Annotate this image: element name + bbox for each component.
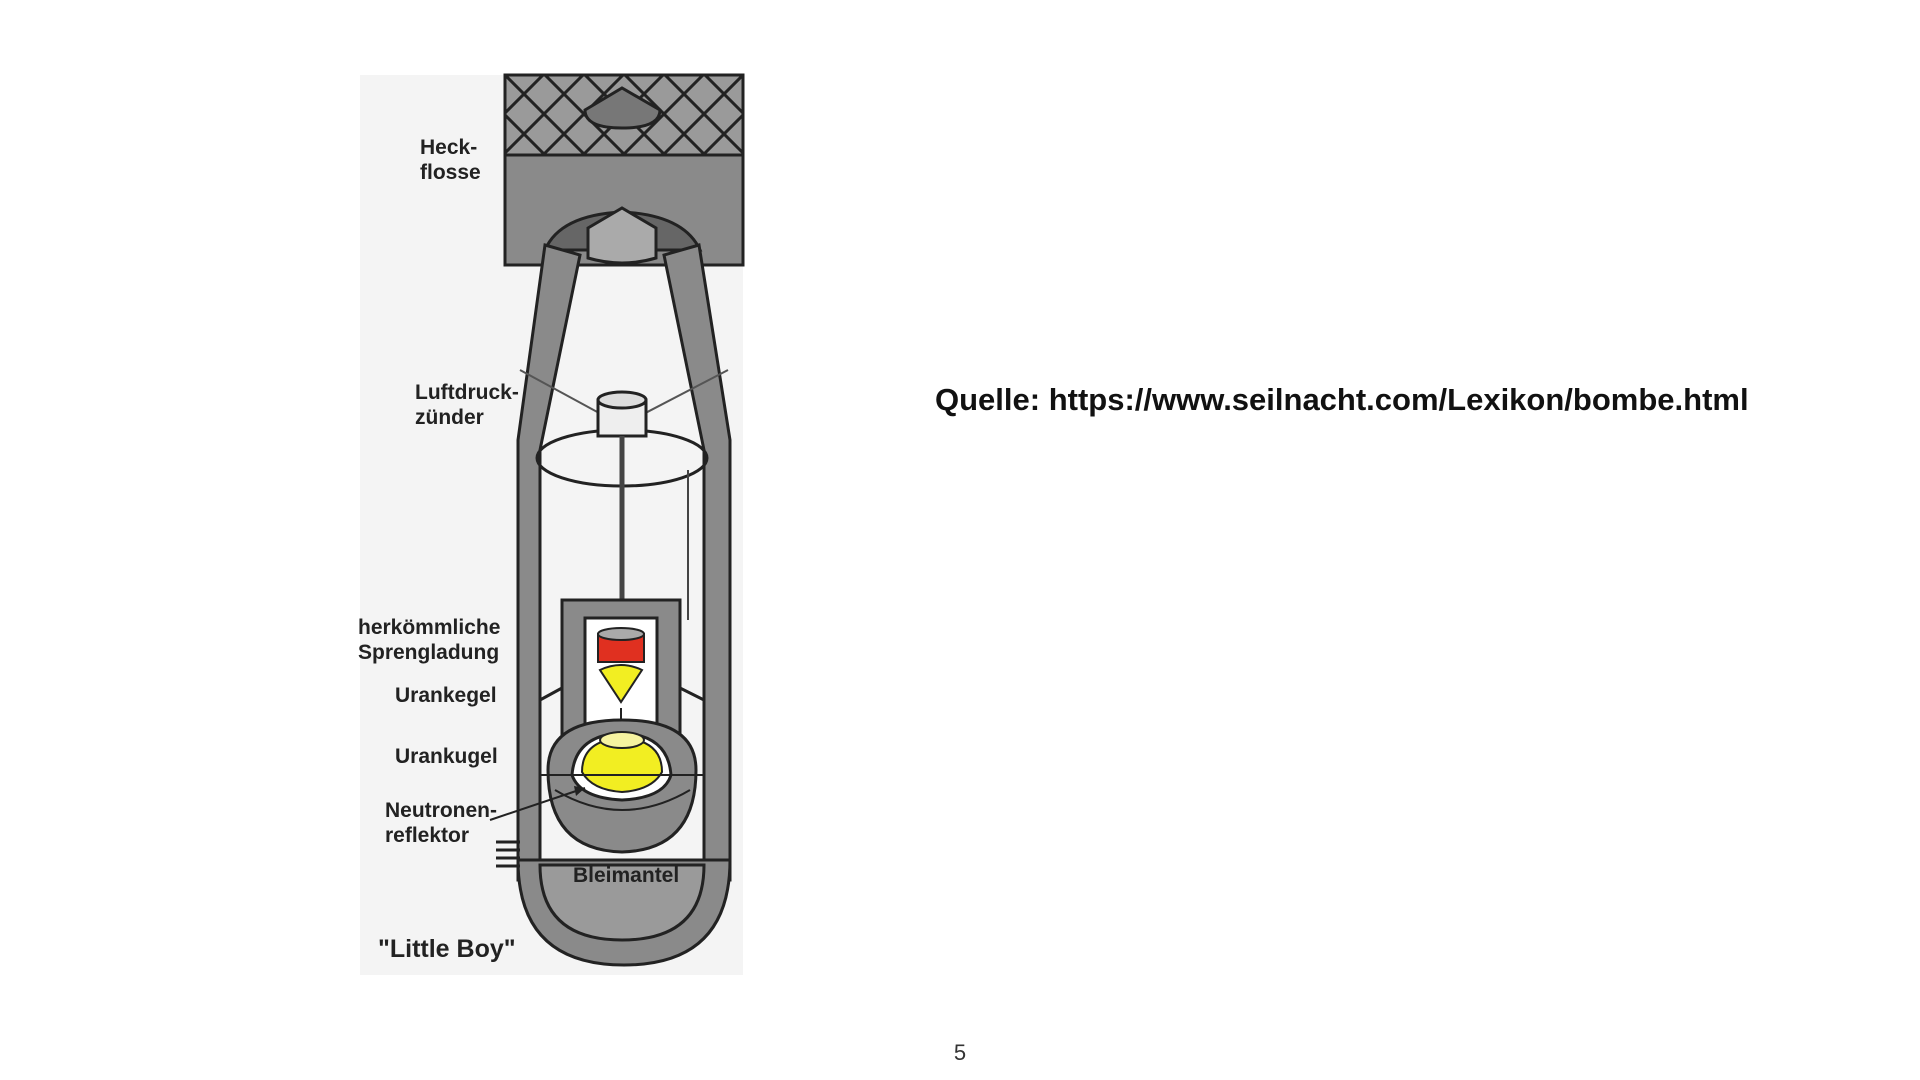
fuze-assembly: [519, 369, 729, 630]
diagram-title: "Little Boy": [378, 935, 516, 963]
label-tail-fin: Heck- flosse: [420, 136, 481, 184]
source-caption: Quelle: https://www.seilnacht.com/Lexiko…: [935, 382, 1749, 417]
bomb-casing: [516, 243, 732, 967]
label-barometric-fuze: Luftdruck- zünder: [415, 381, 519, 429]
label-neutron-reflector: Neutronen- reflektor: [385, 799, 497, 847]
label-lead-casing: Bleimantel: [573, 864, 680, 887]
label-conventional-charge: herkömmliche Sprengladung: [358, 616, 501, 664]
coil-mark: [496, 840, 520, 868]
tail-fin-box: [503, 73, 745, 267]
label-uranium-sphere: Urankugel: [395, 745, 498, 768]
reflector-sphere: [489, 718, 704, 854]
page-number: 5: [953, 1040, 967, 1065]
label-uranium-cone: Urankegel: [395, 684, 497, 707]
